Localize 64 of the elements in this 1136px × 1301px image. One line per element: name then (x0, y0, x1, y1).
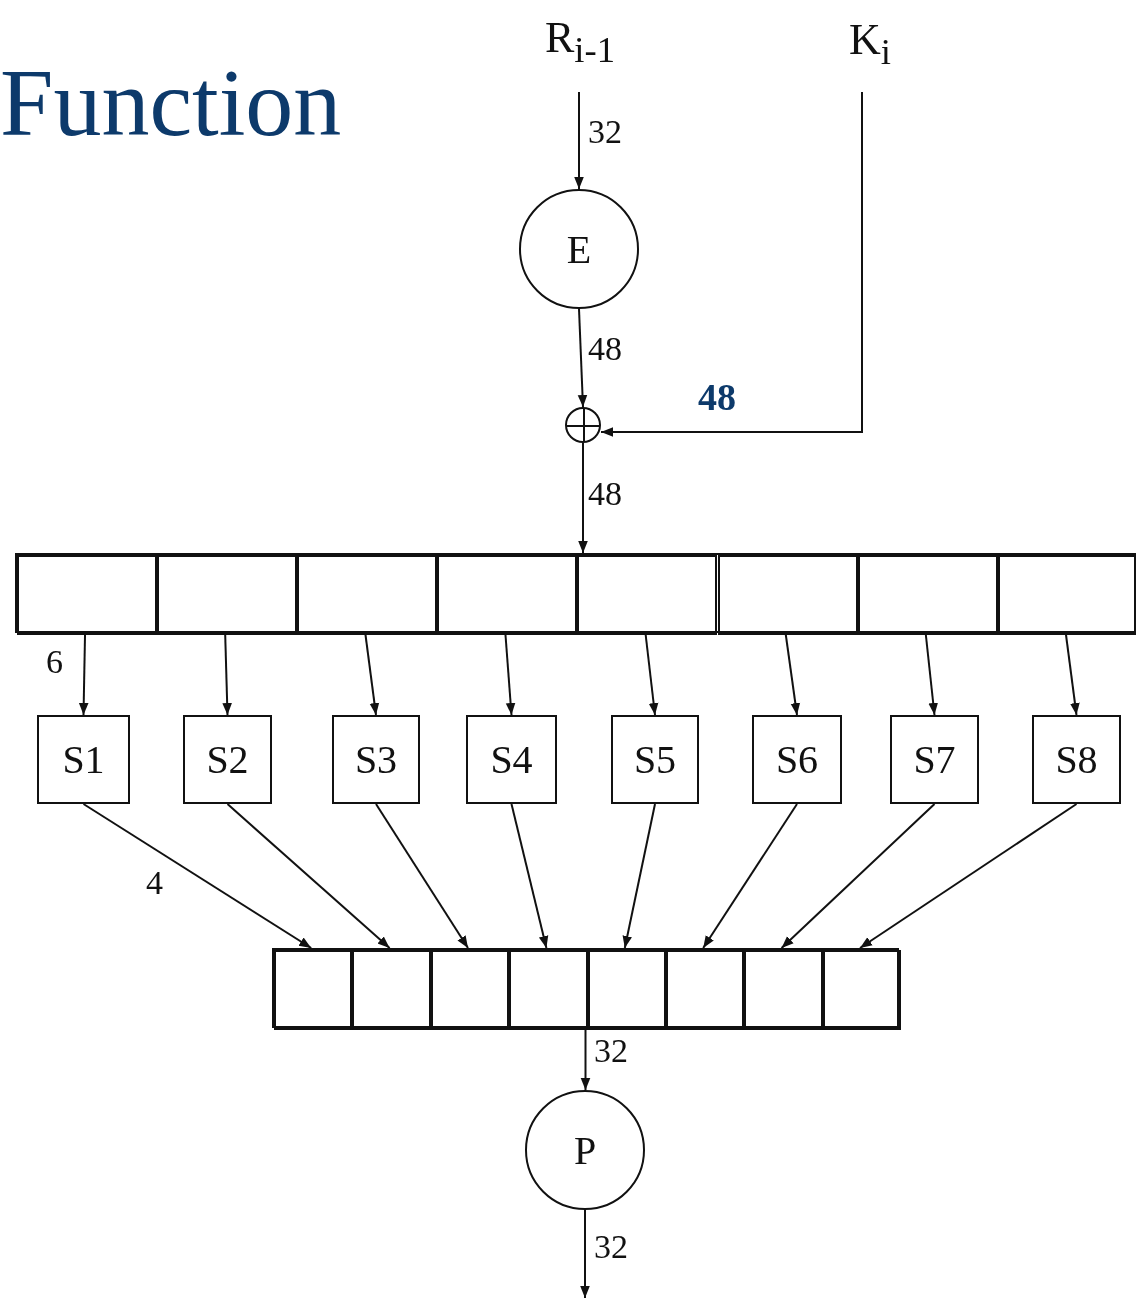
sbox (752, 715, 842, 804)
register-cell (17, 555, 158, 635)
register-cell (577, 555, 718, 635)
register-bar (15, 553, 1136, 633)
register-cell (666, 950, 745, 1030)
node-text: S6 (775, 736, 819, 783)
arrow (574, 91, 584, 190)
node-text: S8 (1055, 736, 1098, 783)
node-text: S2 (206, 736, 249, 783)
title: Function (0, 50, 342, 156)
arrow (577, 308, 588, 408)
sbox (183, 715, 272, 804)
register-cell (587, 950, 666, 1030)
arrow (510, 803, 549, 949)
node-text: K$_{i}$ (849, 13, 891, 73)
register-cell (822, 950, 902, 1030)
node-text: S5 (633, 736, 677, 783)
sbox (332, 715, 420, 804)
node-text: R$_{i-1}$ (544, 11, 616, 71)
xor-circle (565, 407, 601, 443)
register-cell (274, 950, 353, 1030)
arrow (859, 803, 1078, 949)
register-cell (437, 555, 578, 635)
register-bar (272, 948, 899, 1028)
arrow (924, 632, 938, 716)
arrow (375, 803, 469, 949)
node-text: E (566, 225, 592, 273)
register-cell (857, 555, 998, 635)
node-text: S4 (490, 736, 533, 783)
register-cell (352, 950, 431, 1030)
node-text: S7 (913, 736, 956, 783)
register-cell (297, 555, 438, 635)
arrow (580, 1027, 591, 1091)
arrow (1064, 632, 1080, 716)
register-cell (430, 950, 510, 1030)
node-text: P (573, 1126, 597, 1174)
register-cell (509, 950, 588, 1030)
sbox (466, 715, 557, 804)
arrow (222, 632, 232, 716)
arrow (622, 803, 656, 949)
arrow (364, 632, 380, 716)
sbox (1032, 715, 1121, 804)
arrow (784, 632, 801, 716)
arrow (578, 442, 588, 554)
register-cell (157, 555, 298, 635)
permutation-circle (525, 1090, 645, 1210)
arrow (780, 803, 936, 949)
node-text: S3 (354, 736, 398, 783)
arrow (702, 803, 798, 949)
node-text: S1 (62, 736, 105, 783)
sbox (611, 715, 699, 804)
arrow (226, 803, 391, 949)
arrow (644, 632, 659, 716)
expansion-circle (519, 189, 639, 309)
arrow (600, 91, 863, 437)
register-cell (717, 555, 858, 635)
sbox (37, 715, 130, 804)
sbox (890, 715, 979, 804)
arrow (504, 632, 516, 716)
arrow (580, 1209, 590, 1299)
arrow (82, 803, 313, 949)
arrow (78, 632, 89, 716)
register-cell (744, 950, 823, 1030)
register-cell (997, 555, 1136, 635)
